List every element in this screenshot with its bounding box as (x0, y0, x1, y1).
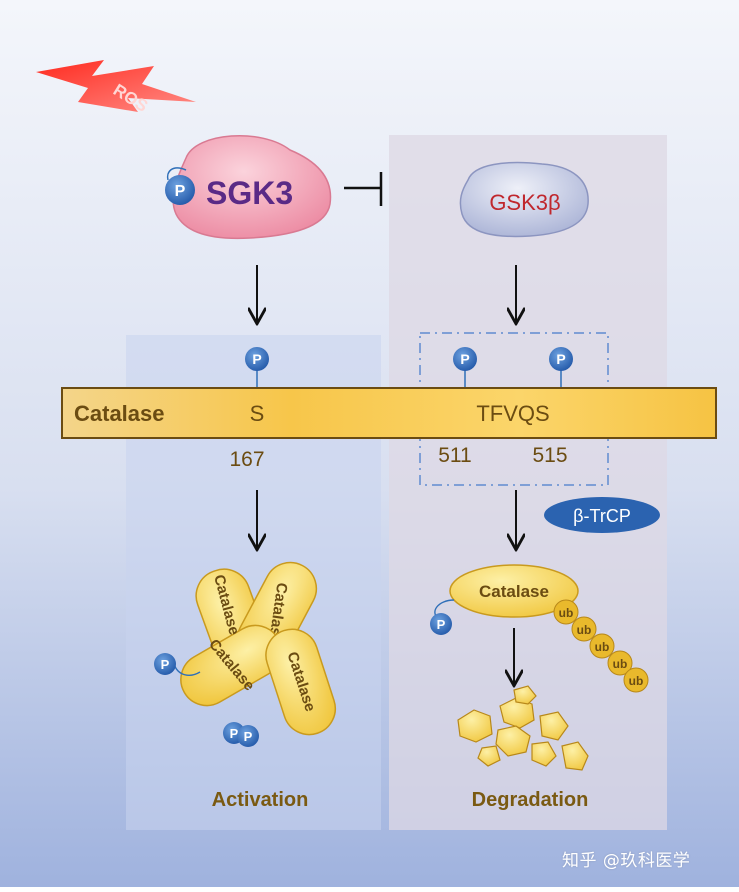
catalase-bar: Catalase S TFVQS (61, 387, 717, 439)
gsk3b-protein: GSK3β (459, 161, 589, 238)
gsk3b-label: GSK3β (489, 190, 560, 215)
btrcp-label: β-TrCP (573, 506, 631, 526)
degradation-caption: Degradation (472, 789, 589, 811)
sgk3-label: SGK3 (206, 175, 293, 211)
ubiquitin-chain: ub ub ub ub ub (553, 599, 649, 693)
phospho-s515: P (549, 347, 573, 388)
sgk3-phospho-icon (165, 175, 195, 205)
watermark: 知乎 @玖科医学 (562, 851, 691, 871)
motif-label: TFVQS (476, 401, 549, 426)
catalase-monomer-label: Catalase (479, 582, 549, 601)
catalase-monomer: Catalase P (430, 564, 579, 635)
sgk3-phospho-label: P (175, 183, 186, 200)
ub-label: ub (613, 657, 628, 671)
degraded-fragments (457, 685, 589, 771)
tetramer-phospho-label: P (244, 729, 253, 744)
phospho-label: P (460, 351, 469, 367)
inhibition-arrow (344, 172, 383, 206)
sgk3-protein: SGK3 P (165, 135, 332, 240)
ub-label: ub (629, 674, 644, 688)
phospho-label: P (252, 351, 261, 367)
activation-caption: Activation (212, 789, 309, 811)
phospho-icon (549, 347, 573, 371)
tetramer-phospho-icon (237, 725, 259, 747)
phospho-label: P (556, 351, 565, 367)
ub-label: ub (577, 623, 592, 637)
ub-label: ub (559, 606, 574, 620)
site-167-label: 167 (229, 448, 264, 471)
catalase-tetramer: Catalase Catalase Catalase Catalase P P … (154, 561, 337, 747)
site-s-label: S (250, 401, 265, 426)
tetramer-phospho-label: P (230, 726, 239, 741)
monomer-phospho-label: P (437, 617, 446, 632)
right-panel (389, 135, 667, 830)
monomer-phospho-icon (430, 613, 452, 635)
site-511-label: 511 (438, 444, 471, 467)
ub-label: ub (595, 640, 610, 654)
site-515-label: 515 (532, 444, 567, 467)
phospho-icon (453, 347, 477, 371)
btrcp-protein: β-TrCP (544, 497, 660, 533)
phospho-icon (245, 347, 269, 371)
phospho-t511: P (453, 347, 477, 388)
tetramer-phospho-icon (154, 653, 176, 675)
phospho-s167: P (245, 347, 269, 388)
tetramer-phospho-label: P (161, 657, 170, 672)
catalase-bar-label: Catalase (74, 401, 165, 426)
